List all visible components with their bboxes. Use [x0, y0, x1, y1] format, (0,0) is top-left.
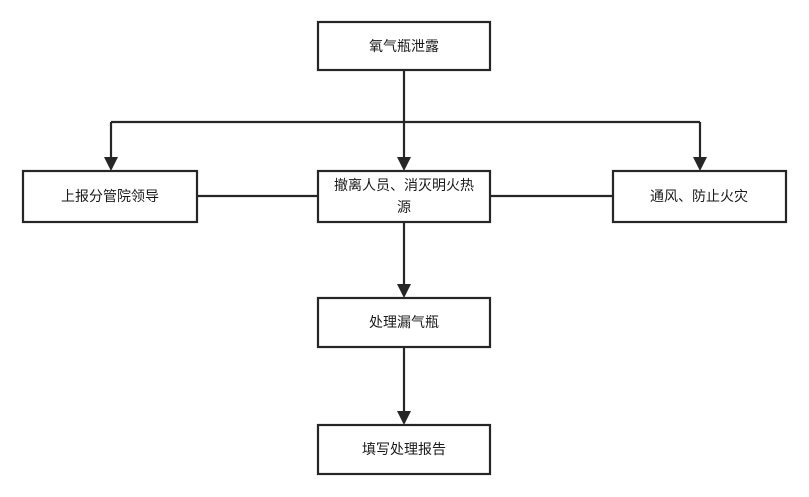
node-report-to-leadership[interactable]: 上报分管院领导 [21, 169, 199, 224]
node-write-report-label: 填写处理报告 [362, 442, 446, 458]
node-leak-label: 氧气瓶泄露 [369, 39, 439, 55]
node-leak[interactable]: 氧气瓶泄露 [316, 20, 492, 72]
node-write-report[interactable]: 填写处理报告 [316, 423, 492, 476]
node-layer: 氧气瓶泄露 上报分管院领导 撤离人员、消灭明火热 源 通风、防止火灾 处 [21, 20, 788, 476]
node-handle-leaking-cylinder-label: 处理漏气瓶 [369, 315, 439, 331]
node-report-to-leadership-box[interactable] [21, 169, 199, 224]
arrowhead-bus-to-ventilate [693, 157, 707, 171]
arrowhead-handle-to-write [397, 411, 411, 425]
arrowhead-bus-to-evacuate [397, 157, 411, 171]
node-ventilate-prevent-fire-box[interactable] [611, 169, 788, 224]
arrowhead-evacuate-to-handle [397, 284, 411, 298]
node-report-to-leadership-label: 上报分管院领导 [61, 189, 159, 205]
node-handle-leaking-cylinder[interactable]: 处理漏气瓶 [316, 296, 492, 349]
node-leak-box[interactable] [316, 20, 492, 72]
node-ventilate-prevent-fire[interactable]: 通风、防止火灾 [611, 169, 788, 224]
node-evacuate-extinguish[interactable]: 撤离人员、消灭明火热 源 [316, 169, 492, 224]
node-evacuate-extinguish-box[interactable] [316, 169, 492, 224]
node-handle-leaking-cylinder-box[interactable] [316, 296, 492, 349]
edge-layer [104, 70, 707, 425]
node-evacuate-extinguish-label-line1: 撤离人员、消灭明火热 [334, 177, 474, 194]
node-ventilate-prevent-fire-label: 通风、防止火灾 [650, 188, 748, 205]
node-evacuate-extinguish-label-line2: 源 [397, 200, 411, 216]
node-write-report-box[interactable] [316, 423, 492, 476]
arrowhead-bus-to-report [104, 157, 118, 171]
